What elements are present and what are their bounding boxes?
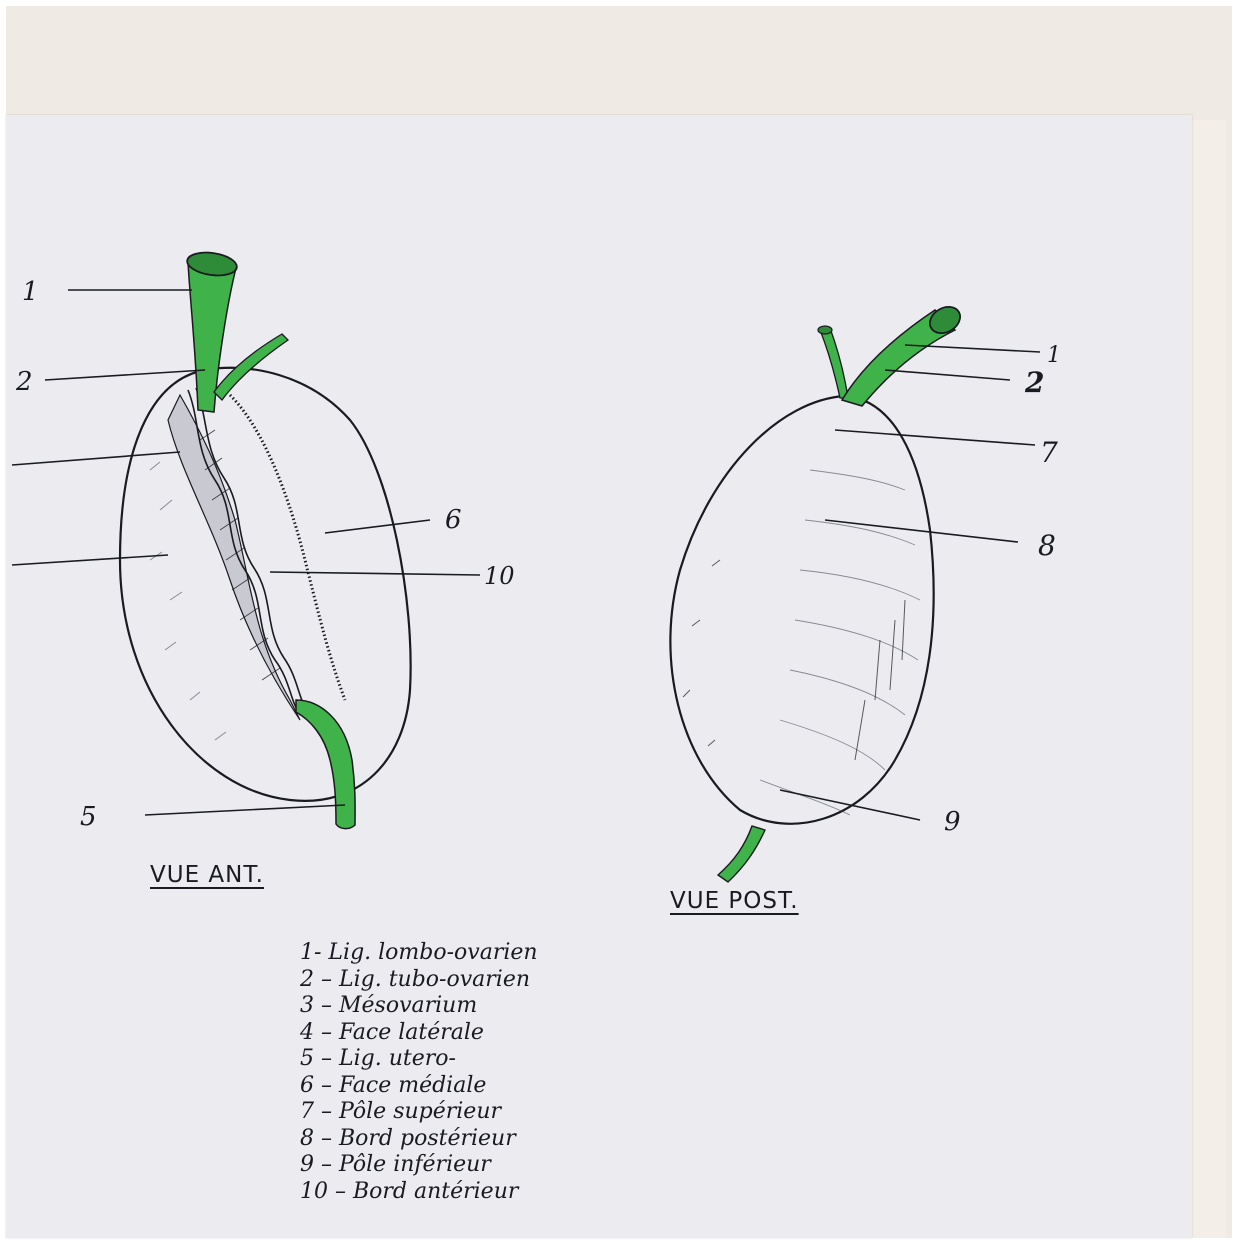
legend-item-10: 10 – Bord antérieur (300, 1179, 660, 1206)
anterior-label-2: 2 (15, 367, 33, 397)
posterior-view: 1 2 7 8 9 (670, 302, 1061, 882)
legend-item-7: 7 – Pôle supérieur (300, 1099, 660, 1126)
legend-item-8: 8 – Bord postérieur (300, 1126, 660, 1153)
legend-item-9: 9 – Pôle inférieur (300, 1152, 660, 1179)
posterior-label-9: 9 (944, 807, 961, 837)
posterior-ligament-2 (820, 328, 848, 398)
posterior-ligament-bottom (718, 826, 765, 882)
legend-item-1: 1- Lig. lombo-ovarien (300, 940, 660, 967)
legend-item-4: 4 – Face latérale (300, 1020, 660, 1047)
posterior-view-title: VUE POST. (670, 888, 799, 914)
anterior-ovary-outline (120, 368, 411, 801)
posterior-label-1: 1 (1047, 343, 1061, 368)
posterior-label-8: 8 (1038, 529, 1056, 562)
anterior-view-title: VUE ANT. (150, 862, 264, 888)
anterior-label-6: 6 (445, 505, 462, 535)
posterior-label-2: 2 (1024, 366, 1044, 399)
legend-item-2: 2 – Lig. tubo-ovarien (300, 967, 660, 994)
anterior-label-10: 10 (484, 562, 515, 590)
anterior-label-5: 5 (80, 802, 97, 832)
legend-item-6: 6 – Face médiale (300, 1073, 660, 1100)
anterior-view: 1 2 5 6 10 (12, 250, 515, 832)
legend: 1- Lig. lombo-ovarien 2 – Lig. tubo-ovar… (300, 940, 660, 1205)
posterior-label-7: 7 (1040, 436, 1058, 469)
legend-item-3: 3 – Mésovarium (300, 993, 660, 1020)
anterior-label-1: 1 (22, 277, 39, 307)
posterior-ovary-outline (670, 396, 933, 824)
legend-item-5: 5 – Lig. utero- (300, 1046, 660, 1073)
